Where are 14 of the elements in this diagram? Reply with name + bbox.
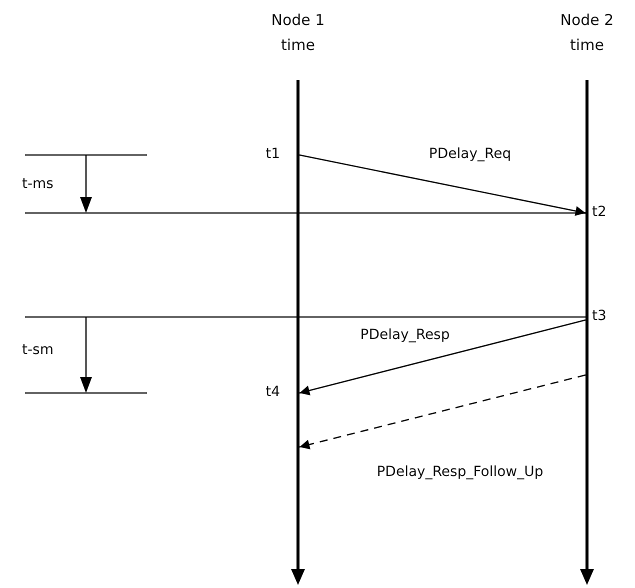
time-label: t2 xyxy=(592,203,608,222)
edge-label: PDelay_Resp xyxy=(359,326,451,345)
time-label: t-sm xyxy=(22,341,54,360)
time-label: t-ms xyxy=(22,175,54,194)
message-arrow xyxy=(299,374,586,450)
time-label: t4 xyxy=(264,383,280,402)
edge-label: PDelay_Resp_Follow_Up xyxy=(376,463,544,482)
axis-heading: Node 2 time xyxy=(559,10,615,56)
message-arrow xyxy=(299,154,586,216)
axis-heading: Node 1 time xyxy=(270,10,326,56)
edge-label: PDelay_Req xyxy=(428,145,512,164)
message-arrow xyxy=(299,319,586,396)
time-label: t3 xyxy=(592,307,608,326)
time-label: t1 xyxy=(264,145,280,164)
